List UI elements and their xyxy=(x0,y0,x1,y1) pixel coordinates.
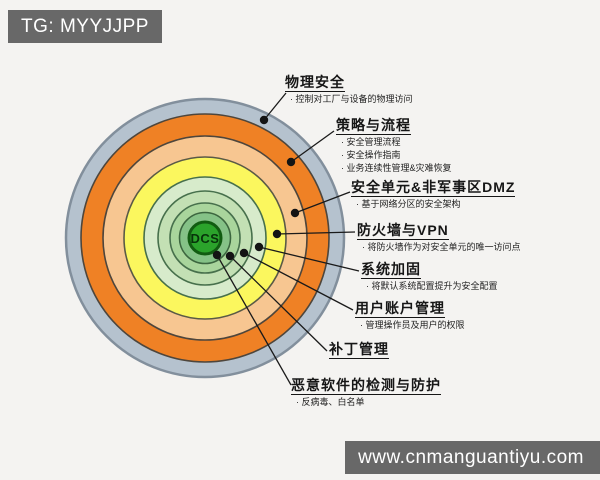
callout-dot-physical-security xyxy=(259,115,269,125)
callout-lines xyxy=(216,92,360,386)
callout-policies-procedures: 策略与流程 安全管理流程 安全操作指南 业务连续性管理&灾难恢复 xyxy=(336,117,452,174)
callout-dot-malware-detection xyxy=(212,250,222,260)
callout-bullet: 安全管理流程 xyxy=(341,136,452,148)
callout-line-system-hardening xyxy=(258,246,360,272)
callout-security-cell-dmz: 安全单元&非军事区DMZ 基于网络分区的安全架构 xyxy=(351,179,516,210)
callout-line-policies-procedures xyxy=(290,130,335,163)
callout-title: 补丁管理 xyxy=(329,341,389,359)
callout-dot-system-hardening xyxy=(254,242,264,252)
callout-physical-security: 物理安全 控制对工厂与设备的物理访问 xyxy=(285,74,413,105)
callout-title: 策略与流程 xyxy=(336,117,411,135)
site-watermark-badge: www.cnmanguantiyu.com xyxy=(345,441,600,474)
callout-line-malware-detection xyxy=(216,254,292,386)
callout-firewall-vpn: 防火墙与VPN 将防火墙作为对安全单元的唯一访问点 xyxy=(357,222,530,253)
callout-title: 用户账户管理 xyxy=(355,300,445,318)
callout-dot-policies-procedures xyxy=(286,157,296,167)
callout-bullet: 基于网络分区的安全架构 xyxy=(356,198,515,210)
callout-bullet: 管理操作员及用户的权限 xyxy=(360,319,465,331)
callout-user-account-management: 用户账户管理 管理操作员及用户的权限 xyxy=(355,300,465,331)
callout-dot-firewall-vpn xyxy=(272,229,282,239)
callout-line-firewall-vpn xyxy=(276,231,356,235)
callout-bullet: 将默认系统配置提升为安全配置 xyxy=(366,280,498,292)
callout-dot-security-cell-dmz xyxy=(290,208,300,218)
callout-dot-user-account xyxy=(239,248,249,258)
dcs-core-circle xyxy=(187,220,223,256)
callout-line-user-account xyxy=(243,252,354,311)
callout-malware-detection: 恶意软件的检测与防护 反病毒、白名单 xyxy=(291,377,441,408)
tg-watermark-badge: TG: MYYJJPP xyxy=(8,10,162,43)
callout-title: 恶意软件的检测与防护 xyxy=(291,377,441,395)
callout-title: 安全单元&非军事区DMZ xyxy=(351,179,516,197)
callout-title: 防火墙与VPN xyxy=(357,222,449,240)
callout-title: 系统加固 xyxy=(361,261,421,279)
callout-line-patch-management xyxy=(229,255,328,352)
callout-line-security-cell-dmz xyxy=(294,191,351,214)
callout-patch-management: 补丁管理 xyxy=(329,341,389,359)
callout-dots xyxy=(212,115,300,261)
callout-bullet: 业务连续性管理&灾难恢复 xyxy=(341,162,452,174)
callout-dot-patch-management xyxy=(225,251,235,261)
callout-bullet: 将防火墙作为对安全单元的唯一访问点 xyxy=(362,241,530,253)
callout-title: 物理安全 xyxy=(285,74,345,92)
callout-bullet: 控制对工厂与设备的物理访问 xyxy=(290,93,413,105)
callout-system-hardening: 系统加固 将默认系统配置提升为安全配置 xyxy=(361,261,498,292)
dcs-core-label: DCS xyxy=(191,231,220,246)
callout-line-physical-security xyxy=(263,92,287,121)
callout-bullet: 反病毒、白名单 xyxy=(296,396,441,408)
callout-bullet: 安全操作指南 xyxy=(341,149,452,161)
